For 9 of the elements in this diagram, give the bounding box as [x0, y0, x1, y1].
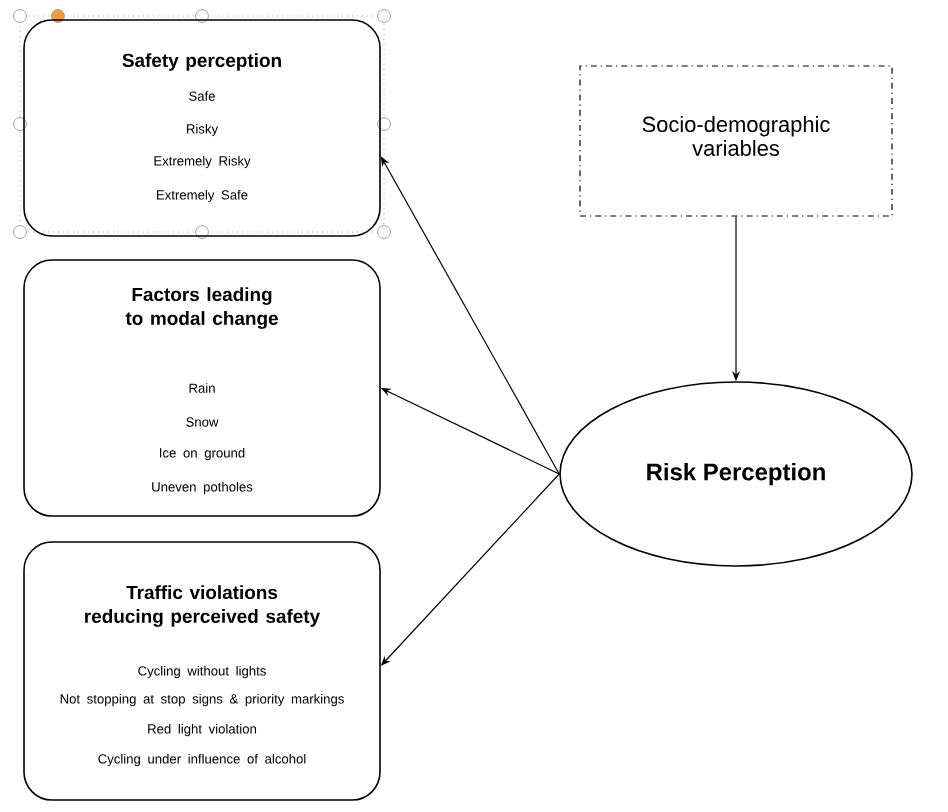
- dashed-box: [579, 65, 893, 217]
- box-label: Socio-demographic variables: [642, 116, 830, 156]
- box-heading: Safety perception: [122, 53, 281, 71]
- box-heading: Traffic violations reducing perceived safety: [85, 585, 321, 627]
- box-heading: Factors leading to modal change: [125, 287, 278, 329]
- rounded-box: [23, 541, 381, 801]
- rounded-box: [23, 259, 381, 517]
- ellipse: [559, 381, 913, 567]
- ellipse-label: Risk Perception: [647, 462, 825, 486]
